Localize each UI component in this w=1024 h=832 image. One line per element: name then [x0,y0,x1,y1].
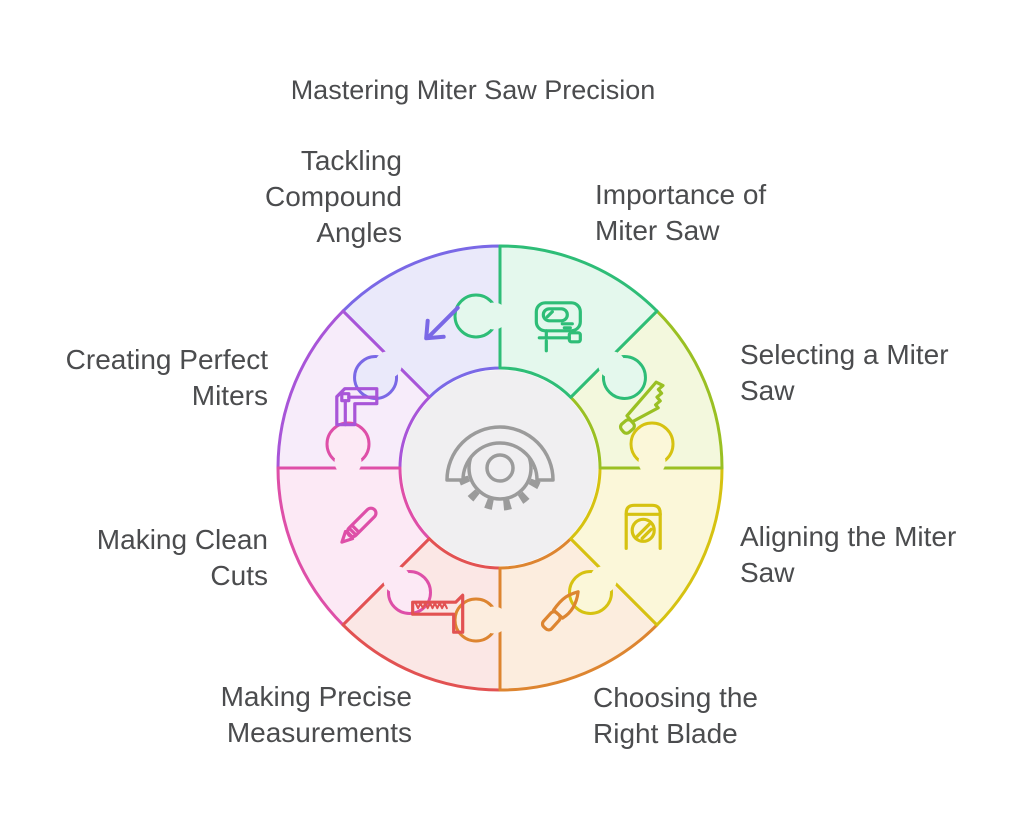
puzzle-knob-neck [383,566,411,594]
label-creating-perfect-miters: Creating Perfect Miters [65,344,268,411]
segment-importance [498,244,659,399]
label-aligning-the-miter-saw: Aligning the Miter Saw [740,521,957,588]
puzzle-knob-neck [638,448,666,476]
blade-guard-icon [624,503,662,550]
label-making-clean-cuts: Making Clean Cuts [96,524,268,591]
label-making-precise-measurements: Making Precise Measurements [220,681,412,748]
puzzle-knob-neck [598,351,626,379]
segment-compound [341,244,502,399]
square-ruler-icon [411,593,465,634]
segment-selecting [569,309,724,470]
puzzle-knob-neck [480,606,508,634]
jigsaw-icon [534,301,582,353]
puzzle-knob-neck [480,302,508,330]
segment-aligning [569,466,724,627]
label-tackling-compound-angles: Tackling Compound Angles [265,145,402,248]
puzzle-knob-neck [589,566,617,594]
label-choosing-the-right-blade: Choosing the Right Blade [593,682,759,749]
segment-cleancuts [276,466,431,627]
page-title: Mastering Miter Saw Precision [290,75,656,105]
corner-ruler-icon [335,387,379,427]
miter-saw-blade-icon [445,425,555,511]
label-importance-of-miter-saw: Importance of Miter Saw [595,179,767,246]
knife-icon [540,590,580,632]
marking-pen-icon [340,506,378,544]
diagonal-arrow-icon [424,305,460,341]
handsaw-icon [618,380,665,435]
puzzle-knob-neck [374,351,402,379]
segment-choosing [498,537,659,692]
puzzle-knob-neck [334,448,362,476]
label-selecting-a-miter-saw: Selecting a Miter Saw [740,339,949,406]
